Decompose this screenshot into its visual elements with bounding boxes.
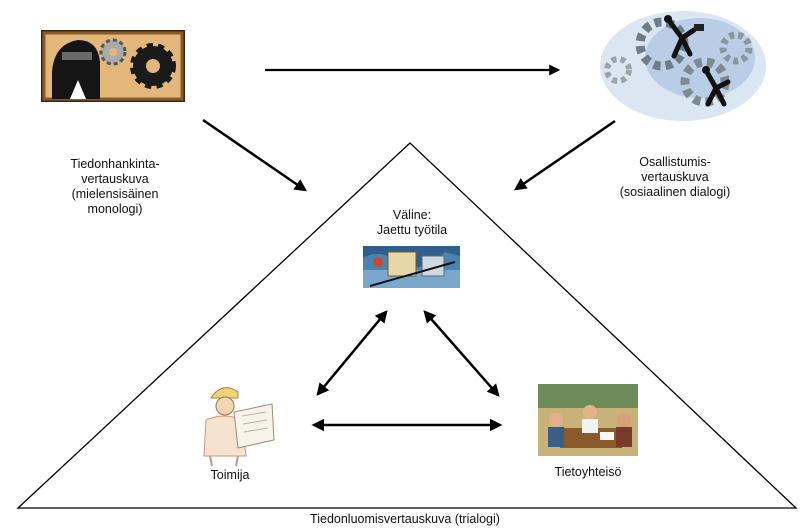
- medium-actor-arrow: [316, 310, 388, 396]
- medium-label: Väline: Jaettu työtila: [376, 208, 448, 237]
- participation-metaphor-label: Osallistumis- vertauskuva (sosiaalinen d…: [619, 155, 731, 199]
- participation-to-triangle-arrow: [513, 119, 616, 191]
- actor-label: Toimija: [210, 468, 250, 482]
- medium-community-arrow: [423, 310, 500, 397]
- meeting-group-icon: [538, 384, 638, 456]
- shared-workspace-icon: [363, 246, 460, 288]
- knowledge-creation-triangle: [16, 142, 798, 509]
- business-people-gears-icon: [600, 11, 766, 121]
- acquisition-metaphor-label: Tiedonhankinta- vertauskuva (mielensisäi…: [70, 157, 160, 216]
- thinking-head-gears-icon: [41, 30, 185, 102]
- community-label: Tietoyhteisö: [554, 465, 622, 479]
- knowledge-creation-label: Tiedonluomisvertauskuva (trialogi): [310, 512, 500, 526]
- acquisition-to-triangle-arrow: [202, 118, 308, 192]
- worker-with-blueprint-icon: [203, 387, 275, 467]
